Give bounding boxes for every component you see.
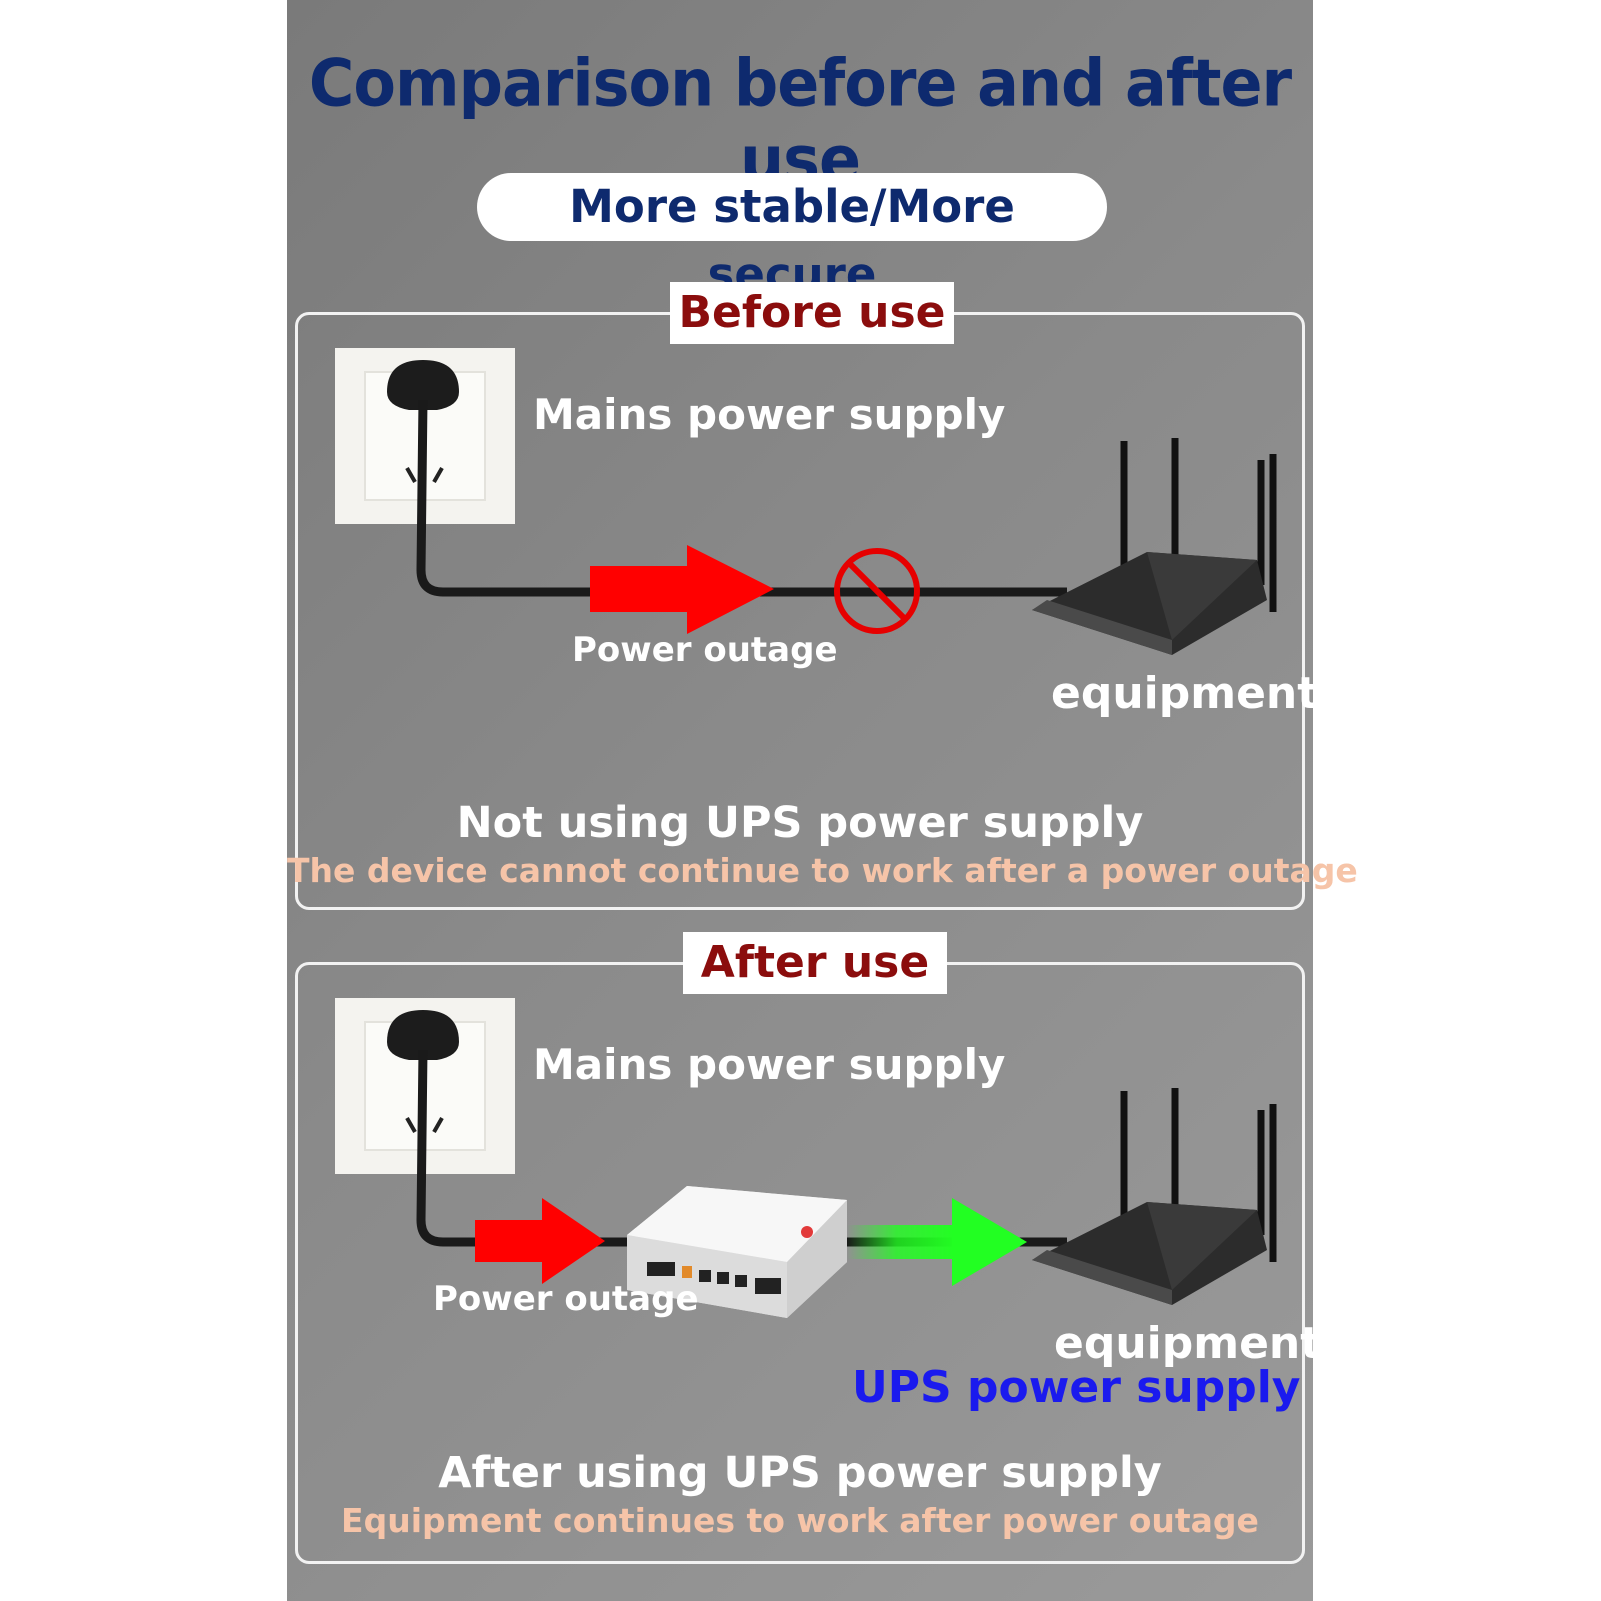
power-cable xyxy=(416,1049,1067,1247)
ups-power-supply-label: UPS power supply xyxy=(852,1362,1301,1413)
power-cable xyxy=(416,399,1067,597)
before-headline: Not using UPS power supply xyxy=(456,798,1144,848)
green-arrow-tail xyxy=(847,1225,957,1259)
ups-device-icon xyxy=(627,1186,847,1318)
after-headline: After using UPS power supply xyxy=(438,1448,1162,1498)
after-outage-label: Power outage xyxy=(433,1279,699,1319)
after-note: Equipment continues to work after power … xyxy=(341,1501,1259,1540)
prohibited-icon xyxy=(834,548,920,634)
infographic-panel: Comparison before and after use More sta… xyxy=(287,0,1358,1601)
before-note: The device cannot continue to work after… xyxy=(287,851,1358,890)
page-title: Comparison before and after use xyxy=(308,44,1292,198)
after-equipment-label: equipment xyxy=(1054,1318,1322,1369)
before-outage-label: Power outage xyxy=(572,630,838,670)
red-arrow-icon xyxy=(590,545,774,634)
before-mains-label: Mains power supply xyxy=(533,390,1006,439)
before-equipment-label: equipment xyxy=(1051,668,1319,719)
before-diagram xyxy=(335,348,1277,655)
after-mains-label: Mains power supply xyxy=(533,1040,1006,1089)
after-diagram xyxy=(335,998,1277,1318)
router-icon xyxy=(1032,1088,1277,1305)
red-arrow-icon xyxy=(475,1198,605,1284)
after-tag: After use xyxy=(683,932,947,994)
green-arrow-icon xyxy=(952,1198,1027,1286)
router-icon xyxy=(1032,438,1277,655)
before-tag: Before use xyxy=(670,282,954,344)
